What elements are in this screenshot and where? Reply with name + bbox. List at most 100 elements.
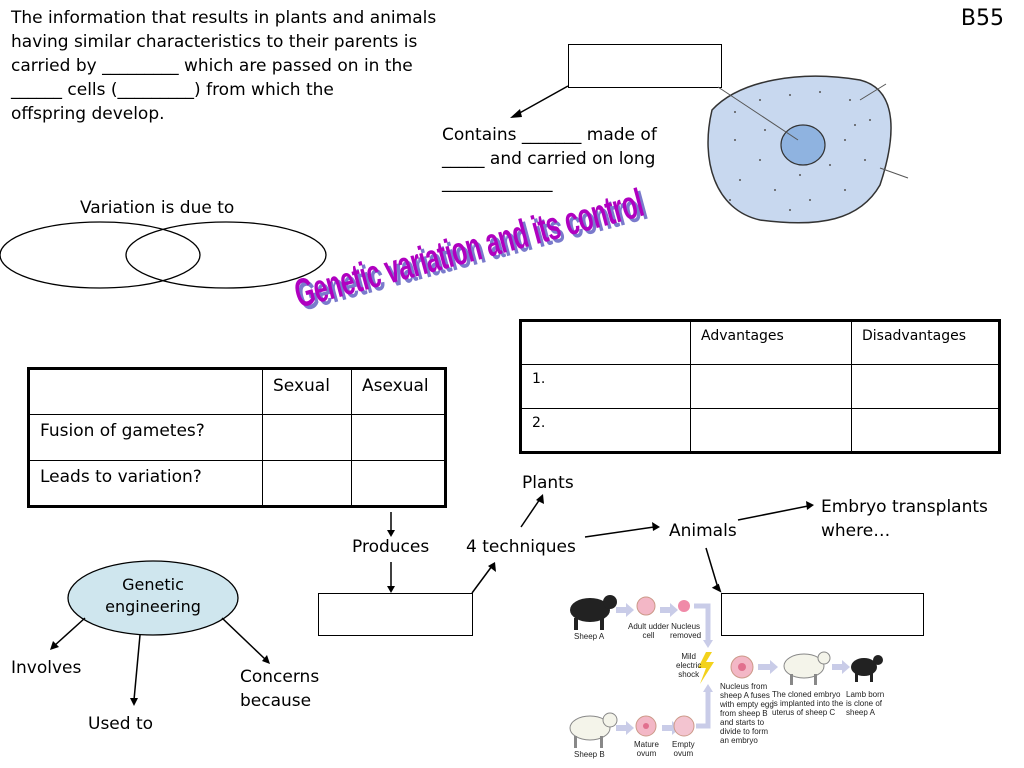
table-answer-cell[interactable] <box>351 460 446 507</box>
ge-line: Genetic <box>122 575 184 594</box>
produces-label: Produces <box>352 537 430 557</box>
variation-label: Variation is due to <box>80 198 235 218</box>
label-line: removed <box>670 631 702 640</box>
embryo-transplants-label: Embryo transplants where… <box>821 495 988 543</box>
table-row-label: 2. <box>520 408 691 453</box>
label-line: Empty <box>672 740 695 749</box>
table-answer-cell[interactable] <box>851 364 1000 409</box>
label-line: shock <box>678 670 700 679</box>
plants-label: Plants <box>522 473 574 493</box>
lightning-icon <box>698 652 714 684</box>
table-answer-cell[interactable] <box>262 414 352 461</box>
label-line: with empty egg <box>720 700 774 709</box>
used-to-label: Used to <box>88 714 154 734</box>
table-header-cell: Advantages <box>690 320 852 365</box>
intro-paragraph: The information that results in plants a… <box>11 6 491 126</box>
sheep-c-icon <box>783 651 831 685</box>
label-line: sheep A fuses <box>720 691 770 700</box>
embryo-line: where… <box>821 521 891 541</box>
cell-note-line: _____ and carried on long <box>442 149 656 169</box>
table-header-cell: Disadvantages <box>851 320 1000 365</box>
concerns-label: Concerns because <box>240 665 319 713</box>
techniques-label: 4 techniques <box>466 537 576 557</box>
reproduction-table: Sexual Asexual Fusion of gametes? Leads … <box>27 367 447 508</box>
empty-ovum-icon <box>673 715 695 737</box>
sheep-a-label: Sheep A <box>574 632 605 641</box>
concerns-line: because <box>240 691 312 711</box>
sheep-b-icon <box>569 712 618 748</box>
label-line: is clone of <box>846 699 883 708</box>
intro-line: ______ cells (_________) from which the <box>11 80 334 100</box>
label-line: Nucleus <box>671 622 701 631</box>
label-line: from sheep B <box>720 709 768 718</box>
label-line: sheep A <box>846 708 875 717</box>
empty-ovum-label: Empty ovum <box>672 740 695 758</box>
label-line: Lamb born <box>846 690 885 699</box>
variation-ellipse-right <box>125 221 327 289</box>
cell-label-box[interactable] <box>568 44 722 88</box>
genetic-engineering-label: Genetic engineering <box>78 574 228 618</box>
animals-answer-box[interactable] <box>721 593 924 636</box>
intro-line: The information that results in plants a… <box>11 8 437 28</box>
label-line: is implanted into the <box>772 699 844 708</box>
table-row-label: Leads to variation? <box>28 460 263 507</box>
cell-nucleus <box>780 124 826 166</box>
mild-shock-label: Mild electric shock <box>676 652 701 679</box>
nucleus-removed-label: Nucleus removed <box>670 622 701 640</box>
nucleus-icon <box>678 600 690 612</box>
cloning-diagram-art <box>569 595 883 748</box>
cytoplasm-dots <box>729 91 871 211</box>
label-line: Nucleus from <box>720 682 768 691</box>
cloning-diagram: Sheep A Adult udder cell Nucleus removed… <box>558 590 898 766</box>
variation-ellipse-left <box>0 221 201 289</box>
label-line: Adult udder <box>628 622 669 631</box>
table-header-cell <box>28 368 263 415</box>
label-line: Mature <box>634 740 659 749</box>
table-header-cell: Sexual <box>262 368 352 415</box>
produces-answer-box[interactable] <box>318 593 473 636</box>
label-line: an embryo <box>720 736 758 745</box>
label-line: The cloned embryo <box>772 690 841 699</box>
label-line: electric <box>676 661 702 670</box>
label-line: divide to form <box>720 727 769 736</box>
table-answer-cell[interactable] <box>262 460 352 507</box>
fuse-label: Nucleus from sheep A fuses with empty eg… <box>720 682 774 745</box>
cell-note-line: _____________ <box>442 173 553 193</box>
table-answer-cell[interactable] <box>690 364 852 409</box>
advantages-table: Advantages Disadvantages 1. 2. <box>519 319 1001 454</box>
ge-line: engineering <box>105 597 201 616</box>
label-line: Mild <box>681 652 696 661</box>
adult-udder-cell-label: Adult udder cell <box>628 622 669 640</box>
concerns-line: Concerns <box>240 667 320 687</box>
table-answer-cell[interactable] <box>351 414 446 461</box>
embryo-line: Embryo transplants <box>821 497 988 517</box>
table-header-cell: Asexual <box>351 368 446 415</box>
genetic-engineering-ellipse <box>67 560 239 636</box>
lamb-icon <box>851 655 883 682</box>
intro-line: offspring develop. <box>11 104 165 124</box>
label-line: uterus of sheep C <box>772 708 836 717</box>
table-row-label: 1. <box>520 364 691 409</box>
cell-note-line: Contains _______ made of <box>442 125 657 145</box>
label-line: and starts to <box>720 718 765 727</box>
adult-udder-cell-icon <box>636 596 656 616</box>
table-answer-cell[interactable] <box>851 408 1000 453</box>
label-line: cell <box>642 631 655 640</box>
label-line: ovum <box>636 749 657 758</box>
cell-note: Contains _______ made of _____ and carri… <box>442 123 657 195</box>
intro-line: carried by _________ which are passed on… <box>11 56 413 76</box>
implanted-label: The cloned embryo is implanted into the … <box>772 690 843 717</box>
animals-label: Animals <box>669 521 737 541</box>
intro-line: having similar characteristics to their … <box>11 32 418 52</box>
sheep-a-icon <box>570 595 617 630</box>
table-answer-cell[interactable] <box>690 408 852 453</box>
table-row-label: Fusion of gametes? <box>28 414 263 461</box>
slide-code: B55 <box>960 6 1004 31</box>
involves-label: Involves <box>11 658 82 678</box>
lamb-label: Lamb born is clone of sheep A <box>846 690 884 717</box>
sheep-b-label: Sheep B <box>574 750 605 759</box>
table-header-cell <box>520 320 691 365</box>
mature-ovum-label: Mature ovum <box>634 740 659 758</box>
label-line: ovum <box>673 749 694 758</box>
